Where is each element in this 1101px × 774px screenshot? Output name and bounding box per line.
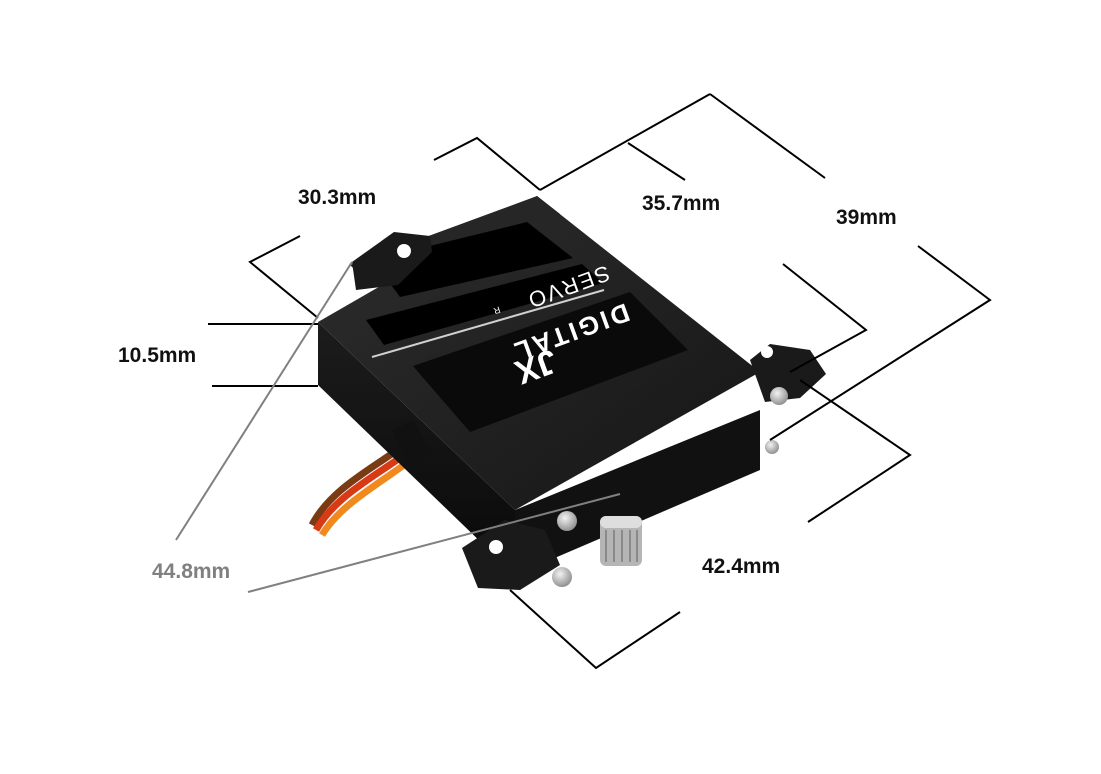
label-overall-length: 39mm (836, 206, 897, 229)
dim-line-tab-bottom (509, 589, 681, 670)
dimension-labels: 30.3mm 35.7mm 39mm 10.5mm 44.8mm 42.4mm (118, 186, 897, 583)
label-tab-length: 42.4mm (702, 555, 780, 578)
dim-line-diagonal-upper (175, 261, 353, 541)
servo-body: JX DIGITAL SERVO R (318, 196, 826, 590)
screw-icon (552, 567, 572, 587)
dim-line-length-top (539, 93, 711, 191)
lead-grommet (392, 420, 432, 468)
mount-tab-right (750, 344, 826, 402)
label-thickness: 10.5mm (118, 344, 196, 367)
registered-mark: R (492, 305, 502, 317)
dim-line-overall-tick (709, 93, 826, 179)
dim-line-length-right (782, 263, 868, 373)
dim-line-width-left (248, 235, 319, 319)
screw-icon (765, 440, 779, 454)
label-width-top: 30.3mm (298, 186, 376, 209)
screw-icon (770, 387, 788, 405)
diagonal-dimension-lines (175, 261, 621, 593)
mount-tab-front (462, 520, 560, 590)
screw-icon (557, 511, 577, 531)
label-mount-diagonal: 44.8mm (152, 560, 230, 583)
label-panel-upper (373, 222, 573, 297)
output-spline (600, 516, 642, 566)
dim-line-diagonal-lower (247, 493, 621, 593)
label-panel-middle (366, 264, 603, 345)
dim-line-length-tick (627, 142, 686, 181)
mount-hole (397, 244, 411, 258)
servo-leads (308, 445, 411, 537)
dimension-lines (208, 93, 992, 670)
label-length-top: 35.7mm (642, 192, 720, 215)
mount-hole (761, 346, 773, 358)
dim-line-overall-right (769, 245, 992, 441)
dim-line-width-top (433, 136, 541, 191)
mount-tab-top-left (352, 232, 432, 290)
mount-hole (489, 540, 503, 554)
label-panel-main (413, 292, 688, 432)
dim-line-tab-right (799, 379, 912, 523)
